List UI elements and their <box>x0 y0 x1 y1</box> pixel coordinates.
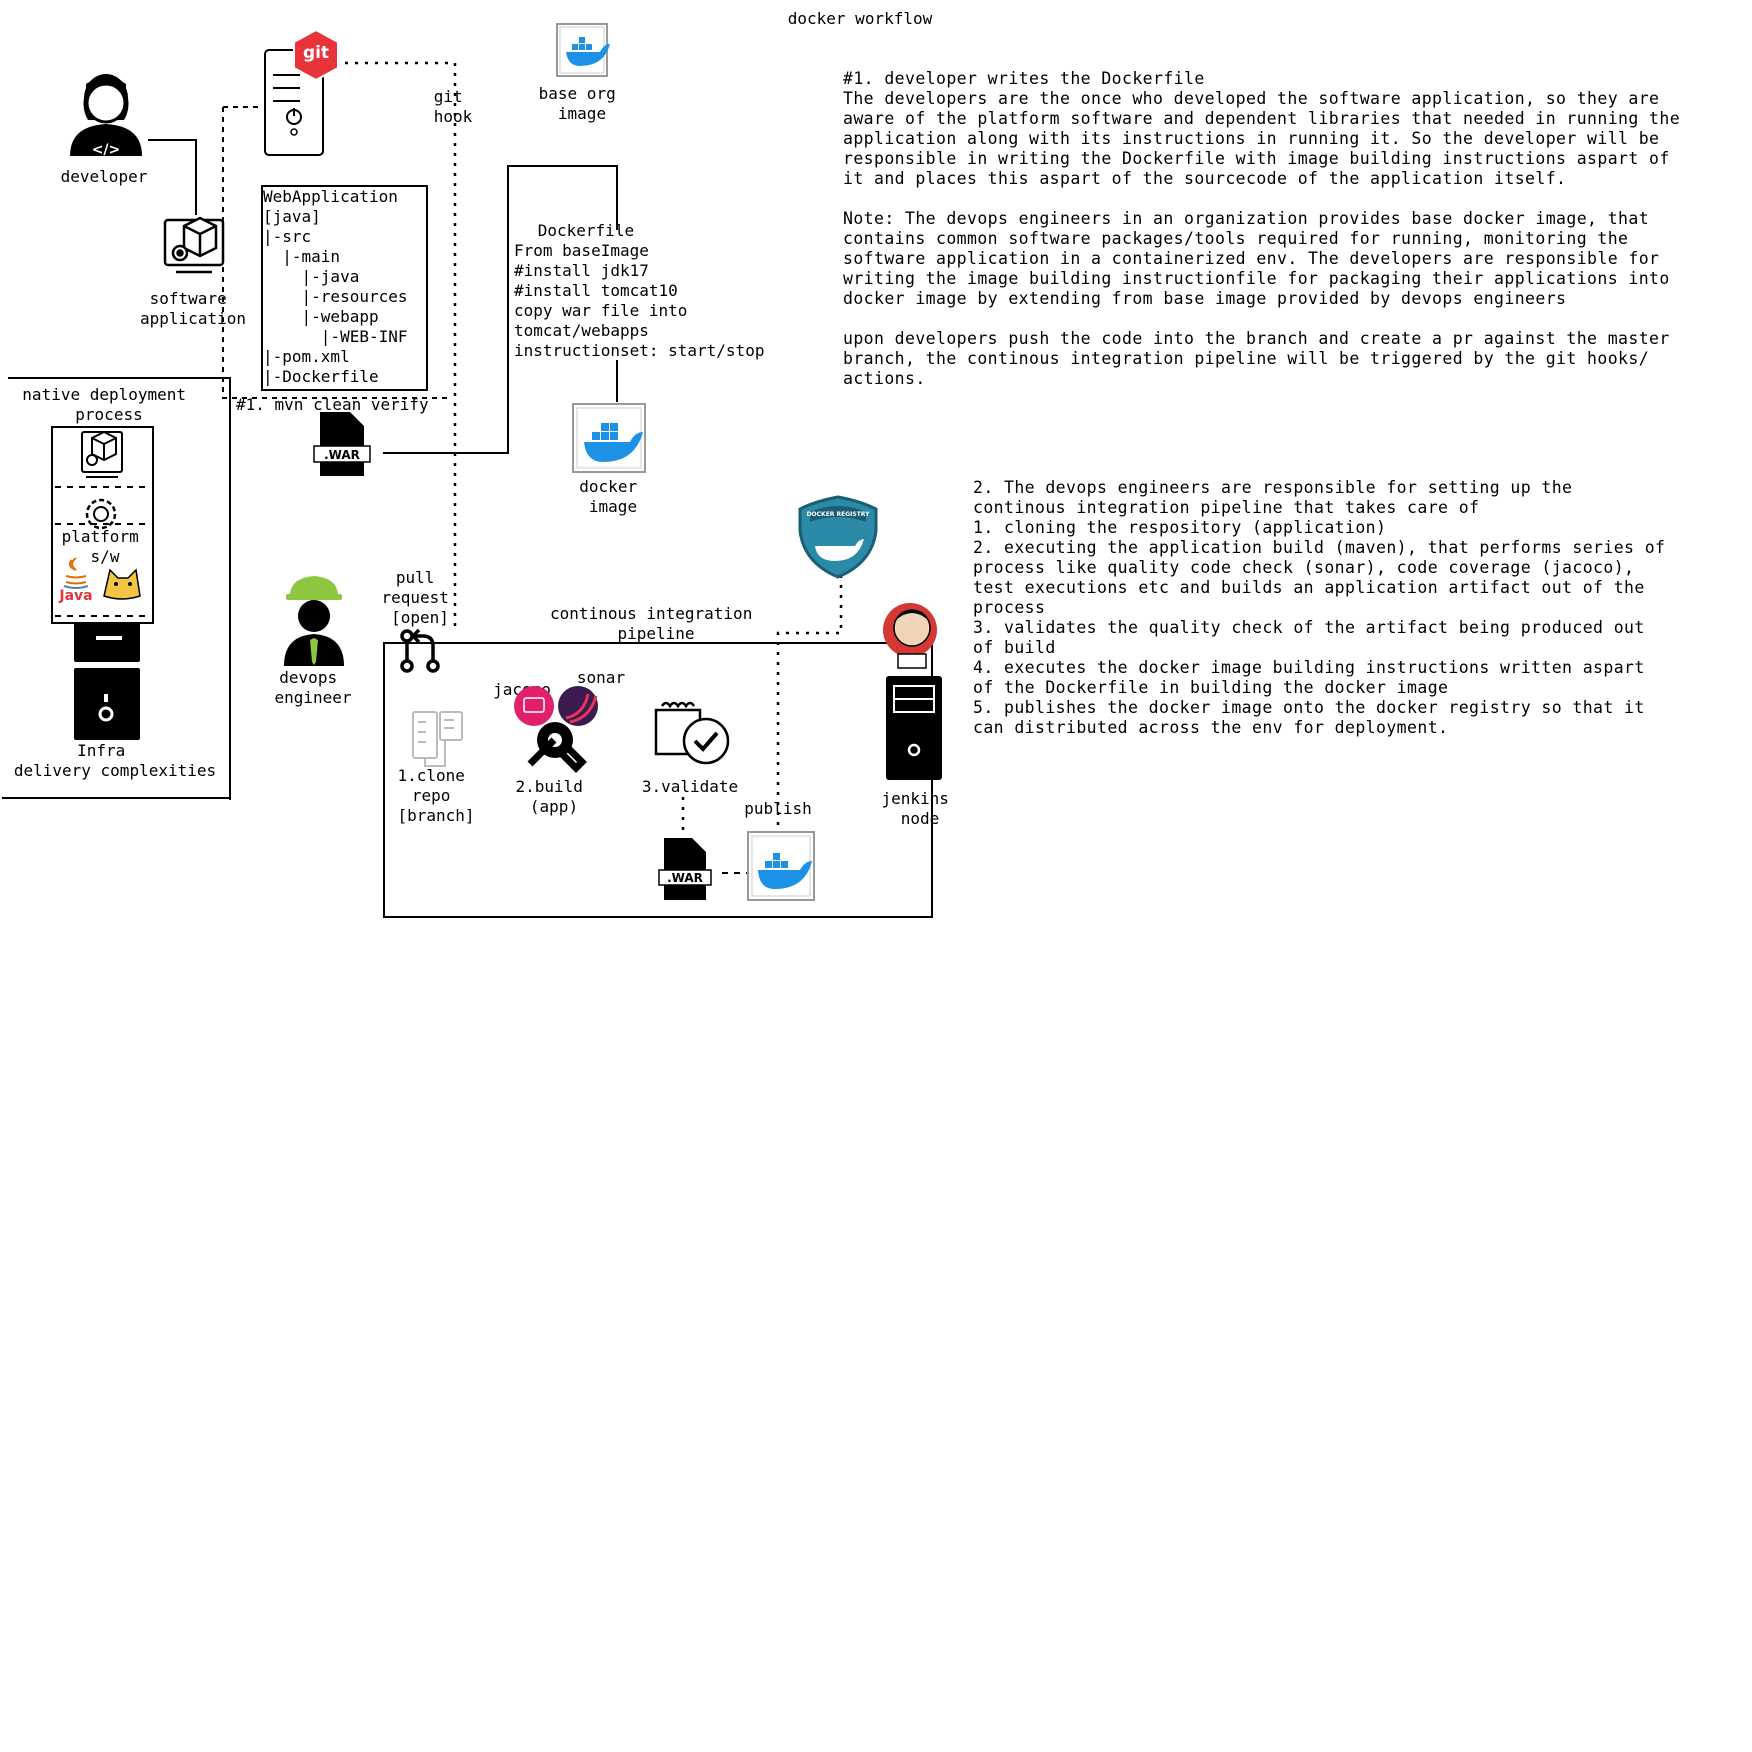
docker-image-icon <box>572 403 646 473</box>
gear-icon <box>85 498 117 530</box>
devops-engineer-icon <box>284 576 344 666</box>
sonar-label: sonar <box>577 668 626 687</box>
base-org-image-icon <box>556 23 610 77</box>
platform-sw-label: platform s/w <box>62 527 149 566</box>
svg-text:DOCKER REGISTRY: DOCKER REGISTRY <box>807 511 871 518</box>
software-application-icon <box>163 216 225 274</box>
svg-text:.WAR: .WAR <box>324 448 360 462</box>
git-server-icon: git <box>264 28 339 156</box>
pull-request-icon <box>400 628 440 673</box>
svg-text:</>: </> <box>92 142 121 158</box>
note-developer-dockerfile: #1. developer writes the Dockerfile The … <box>0 0 1732 388</box>
developer-label: developer <box>61 167 148 186</box>
app-to-repo-dashed-line <box>222 107 448 399</box>
pull-request-label: pull request [open] <box>381 568 458 627</box>
validate-step-label: 3.validate <box>642 777 738 796</box>
ci-pipeline-label: continous integration pipeline <box>550 604 762 643</box>
java-logo: Java <box>58 588 92 604</box>
jenkins-node-server-icon <box>886 676 942 780</box>
jacoco-icon <box>514 686 554 726</box>
war-to-dockerfile-line <box>383 165 618 454</box>
dockerfile-content: Dockerfile From baseImage #install jdk17… <box>0 0 793 360</box>
publish-label: publish <box>744 799 811 818</box>
git-hook-label: git hook <box>434 87 473 126</box>
jenkins-node-label: jenkins node <box>881 789 958 828</box>
project-tree-box <box>261 185 428 391</box>
project-tree: WebApplication [java] |-src |-main |-jav… <box>0 0 456 386</box>
diagram-title: docker workflow <box>788 9 933 28</box>
java-icon: Java <box>58 557 93 604</box>
sonar-icon <box>558 686 598 726</box>
developer-to-app-line <box>148 139 197 215</box>
git-hook-line <box>335 61 457 630</box>
svg-text:.WAR: .WAR <box>667 871 703 885</box>
software-application-label: software application <box>140 289 246 328</box>
clone-step-label: 1.clone repo [branch] <box>397 766 474 825</box>
note-devops-ci-pipeline: 2. The devops engineers are responsible … <box>0 0 1717 737</box>
infra-server-icon <box>74 622 140 740</box>
devops-engineer-label: devops engineer <box>274 668 351 707</box>
git-logo: git <box>303 43 329 63</box>
docker-image-label: docker image <box>579 477 646 516</box>
war-file-icon: .WAR <box>313 412 371 476</box>
base-org-image-label: base org image <box>539 84 626 123</box>
ci-docker-image-icon <box>747 831 815 901</box>
ci-war-file-icon: .WAR <box>658 838 712 900</box>
native-deployment-box <box>8 377 231 800</box>
build-step-label: 2.build (app) <box>515 777 592 816</box>
infra-label: Infra delivery complexities <box>14 741 216 780</box>
validate-icon <box>654 701 730 765</box>
jenkins-logo-icon <box>883 603 937 669</box>
build-tools-icon <box>527 722 587 773</box>
docker-registry-icon: DOCKER REGISTRY <box>798 495 878 579</box>
native-deployment-label: native deployment process <box>22 385 195 424</box>
developer-icon: </> <box>70 74 142 158</box>
mvn-step-label: #1. mvn clean verify <box>236 395 429 414</box>
tomcat-icon <box>103 568 141 600</box>
connectors <box>148 61 843 874</box>
clone-repo-icon <box>412 711 463 767</box>
native-app-icon <box>81 430 123 478</box>
